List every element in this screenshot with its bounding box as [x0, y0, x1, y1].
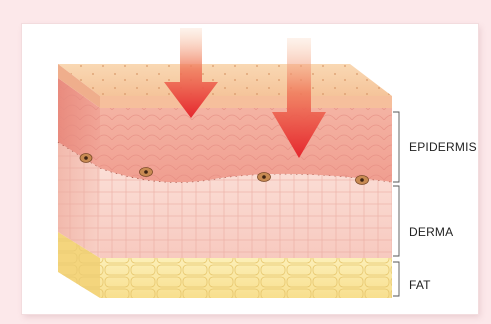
epidermis-bracket — [393, 112, 399, 182]
melanocyte-cell — [356, 176, 369, 185]
melanocyte-cell — [80, 154, 92, 163]
fat-label: FAT — [409, 278, 431, 292]
epidermis-label: EPIDERMIS — [409, 140, 477, 154]
skin-surface — [58, 64, 392, 108]
fat-bracket — [393, 262, 399, 296]
derma-bracket — [393, 186, 399, 256]
derma-label: DERMA — [409, 225, 453, 239]
layer-brackets — [393, 112, 399, 296]
melanocyte-cell — [140, 168, 153, 177]
melanocyte-cell — [258, 173, 271, 182]
